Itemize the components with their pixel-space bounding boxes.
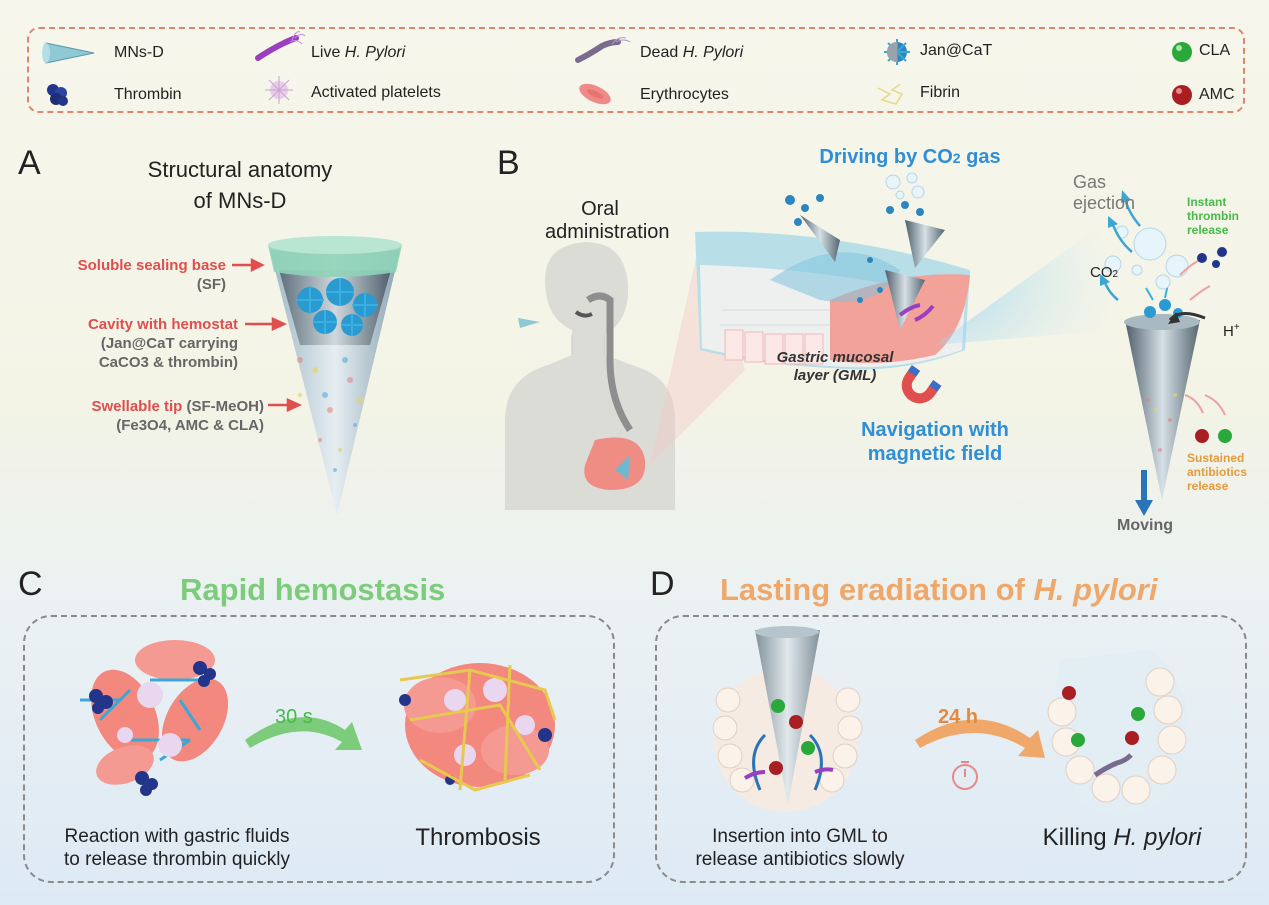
label-sealing-base: Soluble sealing base (SF) [77,257,226,293]
tissue-needles [785,194,945,330]
sustained-antibiotics-label: Sustained antibiotics release [1187,451,1248,493]
panel-c-title: Rapid hemostasis [180,572,446,607]
amc-sphere-icon [1172,85,1192,105]
oral-administration-label: Oral administration [545,198,670,243]
gml-label: Gastric mucosal layer (GML) [776,349,894,384]
beam-right [935,215,1115,345]
panel-d-letter: D [650,565,675,603]
human-silhouette [505,242,675,510]
killing-hpylori-label: Killing H. pylori [1042,824,1202,851]
navigation-label: Navigation with magnetic field [861,419,1009,465]
panel-c-caption: Reaction with gastric fluids to release … [64,826,290,870]
legend-label-cla: CLA [1199,42,1231,59]
legend-label-fibrin: Fibrin [920,84,961,101]
legend-label-thrombin: Thrombin [114,86,182,103]
twenty-four-hours-label: 24 h [938,706,979,728]
fibrin-icon [877,83,904,105]
driving-co2-label: Driving by CO2 gas [819,146,1001,168]
hplus-label: H+ [1223,322,1240,340]
label-cavity: Cavity with hemostat (Jan@CaT carrying C… [87,316,238,371]
reaction-cluster [80,640,229,796]
panel-d-title: Lasting eradiation of H. pylori [720,572,1158,607]
legend-label-erythrocytes: Erythrocytes [640,86,729,103]
anatomy-arrows [232,257,303,412]
live-bacteria-icon [255,31,306,61]
antibiotic-release [1184,394,1232,443]
label-swellable-tip: Swellable tip (SF-MeOH) (Fe3O4, AMC & CL… [91,398,264,434]
co2-bubbles-left [885,172,925,200]
legend-label-platelets: Activated platelets [311,84,441,101]
panel-d-box [655,615,1247,883]
legend-label-jan-cat: Jan@CaT [920,42,993,59]
legend-label-live-hpylori: Live H. Pylori [311,44,406,61]
erythrocyte-icon [579,83,611,105]
hplus-arrow [1168,312,1206,322]
panel-d-caption: Insertion into GML to release antibiotic… [695,826,905,870]
cla-sphere-icon [1172,42,1192,62]
thrombosis-label: Thrombosis [415,824,541,851]
thirty-seconds-label: 30 s [275,706,313,728]
thirty-second-arrow [245,717,362,750]
jan-cat-icon [884,39,910,65]
platelet-icon [265,76,293,104]
sealing-base [268,236,402,277]
microneedle-icon [42,42,95,64]
co2-label: CO2 [1090,264,1119,281]
thrombin-release [1179,247,1227,301]
legend-label-dead-hpylori: Dead H. Pylori [640,44,744,61]
panel-b-letter: B [497,144,520,182]
instant-thrombin-label: Instant thrombin release [1187,195,1239,237]
killing-tissue [1047,650,1188,815]
gas-ejection-label: Gas ejection [1073,172,1136,213]
panel-c-box [23,615,615,883]
thrombin-icon [47,84,68,106]
gas-arrows [1100,190,1141,301]
twenty-four-hour-arrow [915,719,1045,758]
legend-box [27,27,1245,113]
needle-cavity [279,270,391,345]
timer-icon [952,761,978,790]
panel-a-title: Structural anatomy of MNs-D [147,157,333,213]
moving-needle [1124,283,1200,516]
legend-label-mns-d: MNs-D [114,44,164,61]
thrombosis-cluster [399,663,557,792]
zoom-wedge [650,240,745,465]
moving-label: Moving [1117,517,1173,534]
magnet-icon [901,365,942,404]
legend-label-amc: AMC [1199,86,1235,103]
dead-bacteria-icon [575,37,631,63]
panel-a-letter: A [18,144,41,182]
insertion-tissue [712,626,863,812]
panel-c-letter: C [18,565,43,603]
